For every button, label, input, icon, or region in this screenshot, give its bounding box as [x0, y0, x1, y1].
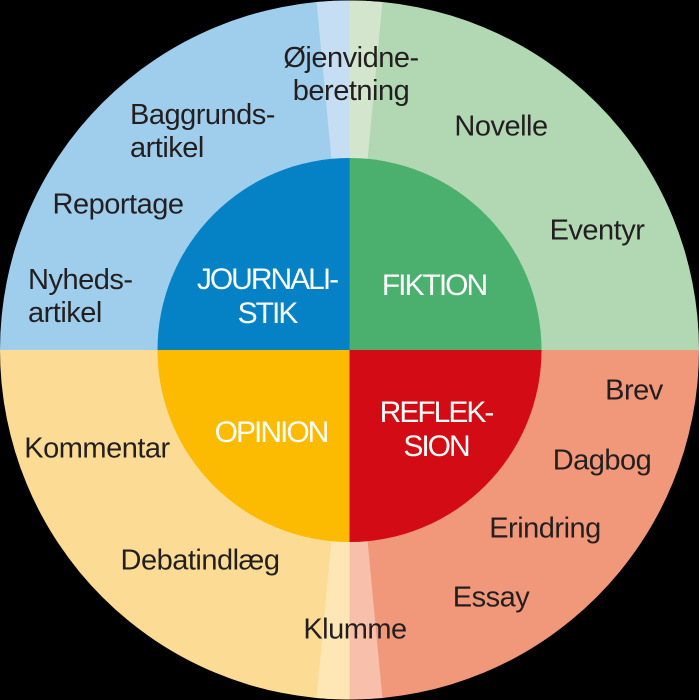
genre-label-eventyr: Eventyr — [549, 214, 645, 247]
genre-label-dagbog: Dagbog — [552, 444, 652, 477]
genre-label-nyhedsartikel-line2: artikel — [28, 297, 102, 329]
genre-label-novelle: Novelle — [454, 110, 548, 143]
genre-label-debatindlaeg: Debatindlæg — [120, 544, 280, 577]
genre-label-baggrundsartikel: Baggrunds- artikel — [130, 99, 275, 165]
genre-label-essay: Essay — [452, 581, 530, 614]
category-label-fiktion: FIKTION — [381, 269, 488, 302]
category-label-journalistik-line2: STIK — [237, 297, 299, 330]
inner-quadrant-fiktion — [349, 158, 542, 350]
genre-label-ojenvidneberetning-line1: Øjenvidne- — [283, 42, 419, 74]
category-label-journalistik-line1: JOURNALI- — [196, 263, 339, 296]
genre-label-brev: Brev — [605, 374, 663, 407]
category-label-opinion: OPINION — [214, 416, 330, 449]
genre-label-kommentar: Kommentar — [24, 432, 170, 465]
category-label-refleksion-line1: REFLEK- — [379, 396, 495, 429]
genre-label-nyhedsartikel-line1: Nyheds- — [28, 264, 133, 296]
genre-label-klumme: Klumme — [303, 613, 407, 646]
genre-label-erindring: Erindring — [489, 512, 601, 545]
genre-label-reportage: Reportage — [52, 188, 184, 221]
category-label-journalistik: JOURNALI- STIK — [196, 263, 339, 331]
genre-label-ojenvidneberetning: Øjenvidne- beretning — [283, 42, 419, 108]
genre-label-ojenvidneberetning-line2: beretning — [292, 75, 410, 107]
genre-label-baggrundsartikel-line1: Baggrunds- — [130, 99, 275, 131]
genre-label-nyhedsartikel: Nyheds- artikel — [28, 264, 133, 330]
inner-quadrant-journalistik — [157, 158, 350, 350]
inner-quadrant-opinion — [157, 350, 350, 542]
inner-quadrant-refleksion — [349, 350, 542, 542]
genre-label-baggrundsartikel-line2: artikel — [130, 132, 204, 164]
category-label-refleksion-line2: SION — [403, 430, 470, 463]
category-label-refleksion: REFLEK- SION — [379, 396, 495, 464]
